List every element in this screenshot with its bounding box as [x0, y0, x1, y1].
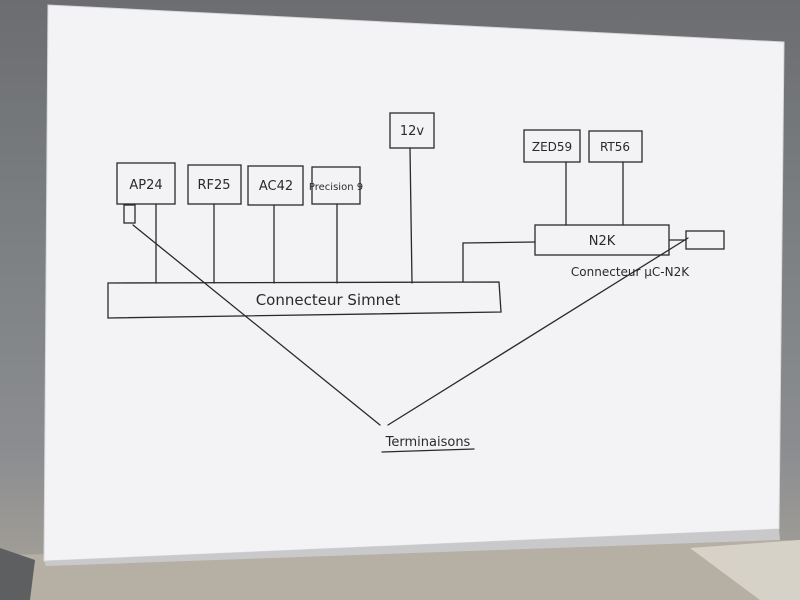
termination-line-right — [387, 237, 689, 426]
left-shadow — [0, 548, 35, 600]
label-n2k: N2K — [589, 234, 616, 249]
label-precision9: Precision 9 — [309, 182, 363, 193]
diagram — [107, 112, 725, 453]
label-rf25: RF25 — [197, 178, 230, 193]
desk-edge — [690, 540, 800, 600]
label-n2k-connector: Connecteur µC-N2K — [571, 265, 690, 279]
terminaisons-underline — [381, 448, 475, 453]
label-zed59: ZED59 — [532, 140, 572, 154]
label-terminaisons: Terminaisons — [385, 435, 471, 450]
box-ap24 — [116, 162, 176, 205]
label-12v: 12v — [400, 124, 425, 139]
label-ap24: AP24 — [129, 178, 162, 193]
bus-to-n2k-line — [462, 241, 536, 283]
box-precision9 — [311, 166, 361, 205]
simnet-bus — [107, 281, 502, 319]
label-simnet-bus: Connecteur Simnet — [256, 291, 401, 309]
box-12v — [389, 112, 435, 149]
termination-line-left — [132, 224, 381, 426]
paper-edge-shadow — [44, 529, 780, 566]
label-ac42: AC42 — [259, 179, 293, 194]
box-ac42 — [247, 165, 304, 206]
box-rt56 — [588, 130, 643, 163]
termination-square-left — [123, 204, 136, 224]
drop-line-12v — [409, 147, 413, 284]
box-zed59 — [523, 129, 581, 163]
label-rt56: RT56 — [600, 140, 630, 154]
